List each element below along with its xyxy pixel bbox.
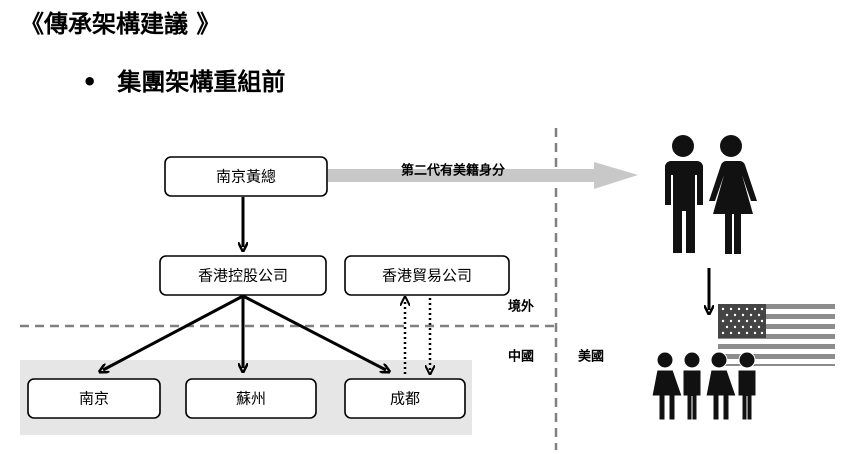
- node-hk-trading: 香港貿易公司: [344, 255, 510, 296]
- svg-text:南京黃總: 南京黃總: [216, 168, 276, 186]
- section-heading-text: 集團架構重組前: [117, 68, 286, 96]
- second-generation-arrow: [328, 162, 638, 189]
- arrow-holding-to-nanjing: [103, 294, 244, 370]
- node-nanjing-huang: 南京黃總: [164, 156, 328, 197]
- second-generation-label: 第二代有美籍身分: [401, 163, 505, 179]
- svg-text:蘇州: 蘇州: [236, 390, 266, 408]
- arrow-holding-to-chengdu: [242, 294, 386, 370]
- node-chengdu: 成都: [344, 378, 466, 419]
- section-heading: • 集團架構重組前: [82, 62, 285, 97]
- page-title: 《傳承架構建議 》: [20, 10, 221, 38]
- region-label-overseas: 境外: [508, 299, 534, 315]
- bullet: •: [82, 68, 98, 96]
- region-label-china: 中國: [508, 349, 534, 365]
- us-flag-icon: [718, 304, 835, 366]
- svg-text:香港控股公司: 香港控股公司: [198, 267, 288, 285]
- svg-text:南京: 南京: [79, 390, 109, 408]
- svg-text:成都: 成都: [390, 390, 420, 408]
- family-icon: [651, 351, 757, 421]
- node-suzhou: 蘇州: [185, 378, 317, 419]
- node-hk-holding: 香港控股公司: [159, 255, 327, 296]
- svg-text:香港貿易公司: 香港貿易公司: [382, 267, 472, 285]
- couple-icon: [665, 135, 757, 254]
- region-label-usa: 美國: [578, 349, 604, 365]
- node-nanjing: 南京: [27, 378, 161, 419]
